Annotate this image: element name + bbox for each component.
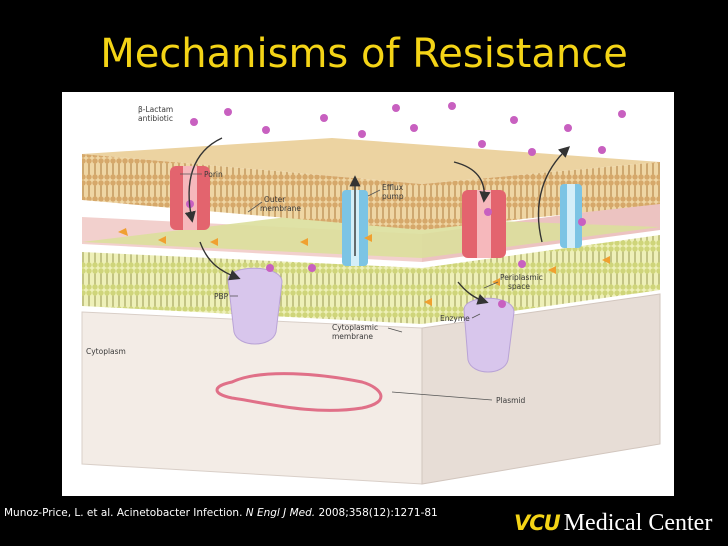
porin-right [462,190,506,258]
arrow-efflux-right [537,146,571,243]
label-pbp: PBP [214,292,229,301]
label-enzyme: Enzyme [440,314,470,323]
vcu-medical-center-logo: VCU Medical Center [514,510,712,540]
citation-authors: Munoz-Price, L. et al. Acinetobacter Inf… [4,507,246,519]
slide-title: Mechanisms of Resistance [100,31,628,77]
membrane-diagram: β-Lactam antibiotic Porin Outer membrane… [81,102,661,485]
pbp-left [227,267,283,345]
label-cytoplasmic: Cytoplasmic [332,323,378,332]
label-beta-lactam: β-Lactam [138,105,173,114]
label-pump: pump [382,192,404,201]
citation-journal: N Engl J Med. [245,507,316,519]
arrow-antibiotic-entry [184,137,223,223]
label-membrane: membrane [260,204,301,213]
outer-membrane-surface [82,138,660,184]
label-outer: Outer [264,195,286,204]
antibiotic-molecules [186,102,626,308]
efflux-pump-right [560,184,582,248]
citation: Munoz-Price, L. et al. Acinetobacter Inf… [4,507,504,519]
label-plasmid: Plasmid [496,396,525,405]
arrow-porin-to-pbp [199,241,241,281]
label-cytoplasm: Cytoplasm [86,347,126,356]
citation-details: 2008;358(12):1271-81 [315,507,438,519]
brand-vcu: VCU [514,511,561,535]
membrane-illustration: β-Lactam antibiotic Porin Outer membrane… [62,92,674,496]
outer-membrane-front [82,154,422,230]
label-space: space [508,282,530,291]
label-porin: Porin [204,170,223,179]
enzyme-particles [118,228,610,306]
arrow-to-pbp-right [457,281,489,305]
label-periplasmic: Periplasmic [500,273,543,282]
brand-medical-center: Medical Center [563,510,713,536]
label-antibiotic: antibiotic [138,114,173,123]
arrow-right-entry [453,161,491,203]
pbp-right [463,297,515,373]
label-efflux: Efflux [382,183,404,192]
label-cytoplasmic-membrane: membrane [332,332,373,341]
plasmid-strand [215,372,383,412]
